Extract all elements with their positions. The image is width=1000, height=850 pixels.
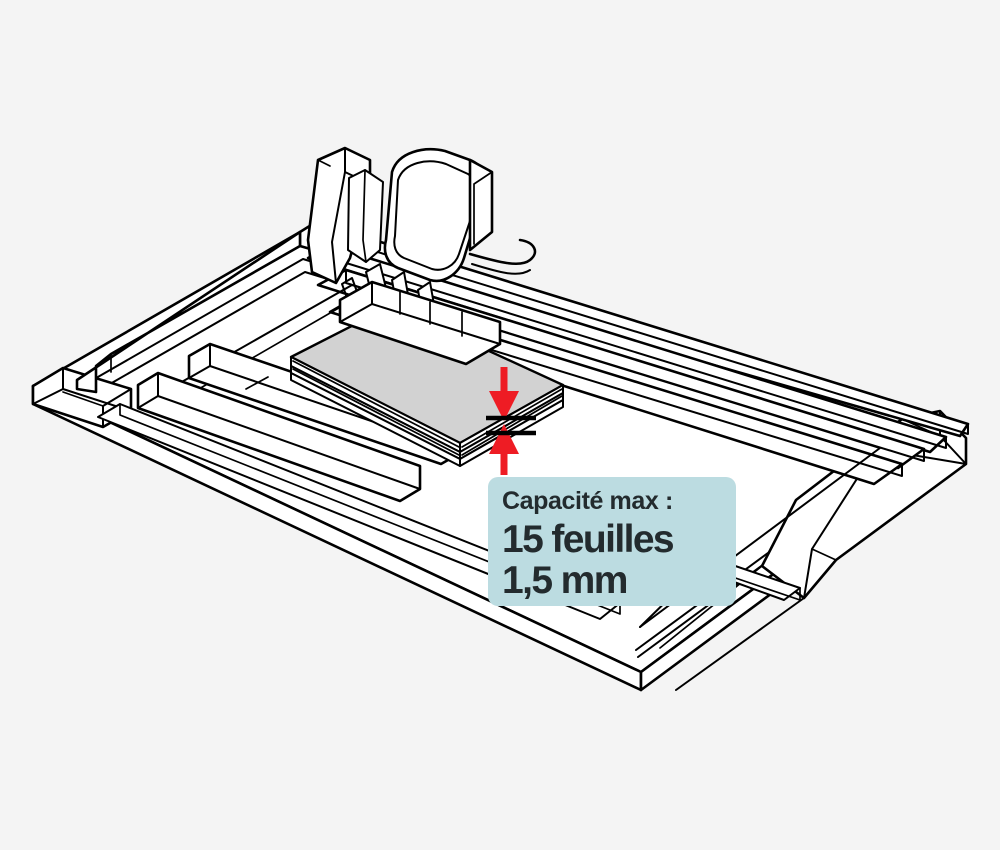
callout-thickness-value: 1,5 mm (502, 559, 628, 602)
cutter-head (306, 146, 537, 366)
capacity-callout: Capacité max : 15 feuilles 1,5 mm (488, 477, 736, 606)
callout-sheets-value: 15 feuilles (502, 518, 675, 561)
paper-guide-bar (136, 342, 464, 503)
stack-height-dimension (486, 367, 536, 475)
left-side-wall (75, 230, 302, 394)
callout-title: Capacité max : (502, 487, 673, 515)
